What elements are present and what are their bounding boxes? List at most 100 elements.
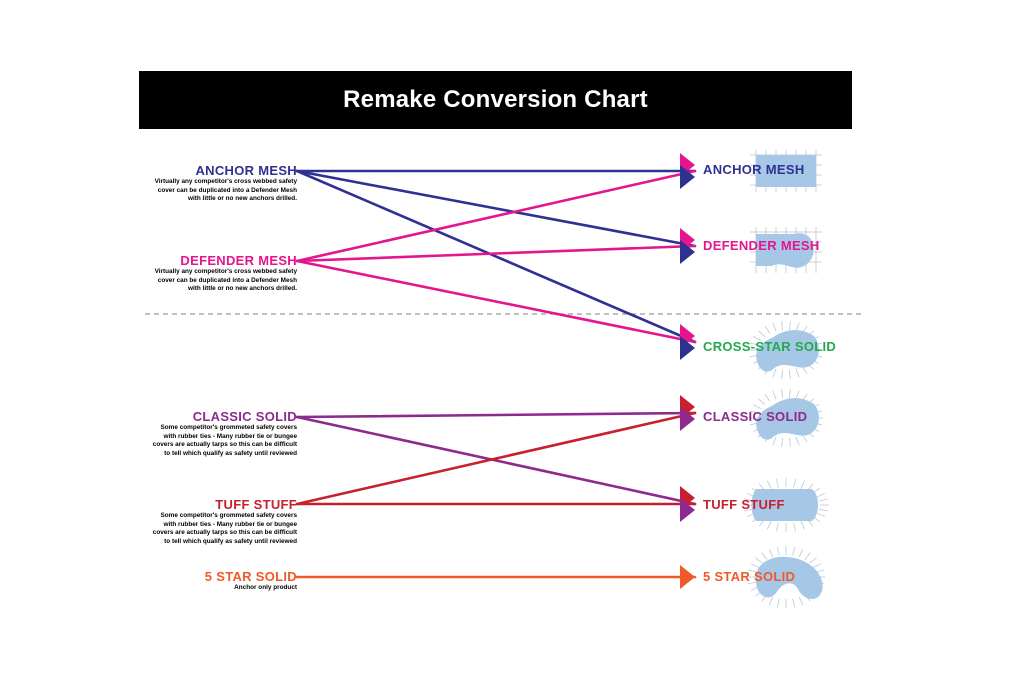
source-description: Virtually any competitor's cross webbed …	[154, 178, 297, 203]
tie-spike	[768, 596, 774, 606]
source-description: Some competitor's grommeted safety cover…	[152, 424, 297, 458]
tie-spike	[743, 498, 753, 502]
target-anchor-mesh: ANCHOR MESH	[703, 162, 805, 177]
tie-spike	[816, 512, 825, 518]
cover-shape-kidney-spikes-icon	[747, 546, 825, 608]
source-description: Anchor only product	[234, 584, 297, 591]
tie-spike	[801, 366, 808, 375]
target-tuff-stuff: TUFF STUFF	[703, 497, 785, 512]
tie-spike	[781, 389, 784, 399]
tie-spike	[772, 436, 777, 446]
cover-shape-blob-spikes-icon	[749, 321, 823, 379]
tie-spike	[772, 322, 777, 332]
target-cross-star-solid: CROSS-STAR SOLID	[703, 339, 837, 354]
tie-spike	[809, 557, 817, 564]
tie-spike	[743, 508, 753, 512]
tie-spike	[766, 480, 772, 489]
tie-spike	[749, 342, 759, 346]
tie-spike	[749, 410, 759, 414]
tie-spike	[758, 398, 766, 406]
source-name: ANCHOR MESH	[195, 163, 297, 178]
connection-line	[295, 169, 697, 263]
tie-spike	[798, 548, 804, 558]
tie-spike	[795, 368, 800, 378]
tie-spike	[764, 325, 771, 334]
tie-spike	[747, 569, 757, 573]
cover-shape	[756, 398, 819, 440]
tie-spike	[776, 598, 780, 608]
cover-shape	[755, 556, 823, 600]
cover-shape-blob-spikes-icon	[749, 389, 823, 447]
tie-spike	[804, 552, 811, 561]
tie-spike	[788, 389, 791, 399]
tie-spike	[747, 581, 757, 585]
tie-spike	[819, 498, 829, 502]
connection-line	[295, 259, 697, 344]
source-name: 5 STAR SOLID	[204, 569, 297, 584]
cover-shape-blob-grid-icon	[750, 227, 822, 273]
tie-spike	[795, 390, 800, 400]
arrowhead-icon	[680, 336, 695, 360]
tie-spike	[788, 321, 791, 331]
tie-spike	[792, 598, 796, 608]
tie-spike	[781, 369, 784, 379]
tie-spike	[793, 522, 796, 532]
tie-spike	[766, 521, 772, 530]
tie-spike	[800, 480, 806, 489]
target-classic-solid: CLASSIC SOLID	[703, 409, 808, 424]
tie-spike	[772, 390, 777, 400]
tie-spike	[795, 322, 800, 332]
tie-spike	[800, 521, 806, 530]
tie-spike	[788, 369, 791, 379]
title-bar: Remake Conversion Chart	[139, 71, 852, 129]
connection-line	[295, 169, 697, 344]
source-description: Virtually any competitor's cross webbed …	[154, 268, 297, 293]
tie-spike	[772, 368, 777, 378]
tie-spike	[755, 557, 763, 564]
tie-spike	[764, 393, 771, 402]
tie-spike	[776, 546, 780, 556]
tie-spike	[776, 478, 779, 488]
source-tuff-stuff: TUFF STUFF Some competitor's grommeted s…	[147, 497, 297, 547]
tie-spike	[812, 563, 822, 568]
connection-line	[295, 169, 697, 248]
tie-spike	[819, 508, 829, 512]
cover-shape	[751, 489, 818, 521]
tie-spike	[753, 336, 762, 342]
source-name: DEFENDER MESH	[180, 253, 297, 268]
tie-spike	[795, 436, 800, 446]
tie-spike	[793, 478, 796, 488]
tie-spike	[753, 404, 762, 410]
tie-spike	[758, 330, 766, 338]
cover-shape	[756, 155, 816, 187]
arrowhead-icon	[680, 240, 695, 264]
source-anchor-mesh: ANCHOR MESH Virtually any competitor's c…	[147, 163, 297, 204]
target-5-star-solid: 5 STAR SOLID	[703, 569, 796, 584]
source-classic-solid: CLASSIC SOLID Some competitor's grommete…	[147, 409, 297, 459]
cover-shape	[756, 330, 819, 372]
target-defender-mesh: DEFENDER MESH	[703, 238, 820, 253]
source-name: TUFF STUFF	[215, 497, 297, 512]
tie-spike	[816, 492, 825, 498]
source-name: CLASSIC SOLID	[192, 409, 297, 424]
arrowhead-icon	[680, 407, 695, 431]
arrowhead-icon	[680, 498, 695, 522]
connection-line	[295, 411, 697, 419]
connection-line	[295, 415, 697, 506]
tie-spike	[761, 552, 768, 561]
cover-shape	[756, 233, 814, 268]
cover-shape-rect-grid-icon	[750, 150, 822, 192]
tie-spike	[776, 522, 779, 532]
source-description: Some competitor's grommeted safety cover…	[152, 512, 297, 546]
cover-shape-rect-spikes-icon	[743, 478, 829, 532]
source-defender-mesh: DEFENDER MESH Virtually any competitor's…	[147, 253, 297, 294]
tie-spike	[750, 563, 760, 568]
source-5-star-solid: 5 STAR SOLID Anchor only product	[147, 569, 297, 593]
arrowhead-icon	[680, 565, 695, 589]
connection-line	[295, 244, 697, 263]
tie-spike	[768, 548, 774, 558]
connection-line	[295, 411, 697, 506]
tie-spike	[788, 437, 791, 447]
arrowhead-icon	[680, 165, 695, 189]
